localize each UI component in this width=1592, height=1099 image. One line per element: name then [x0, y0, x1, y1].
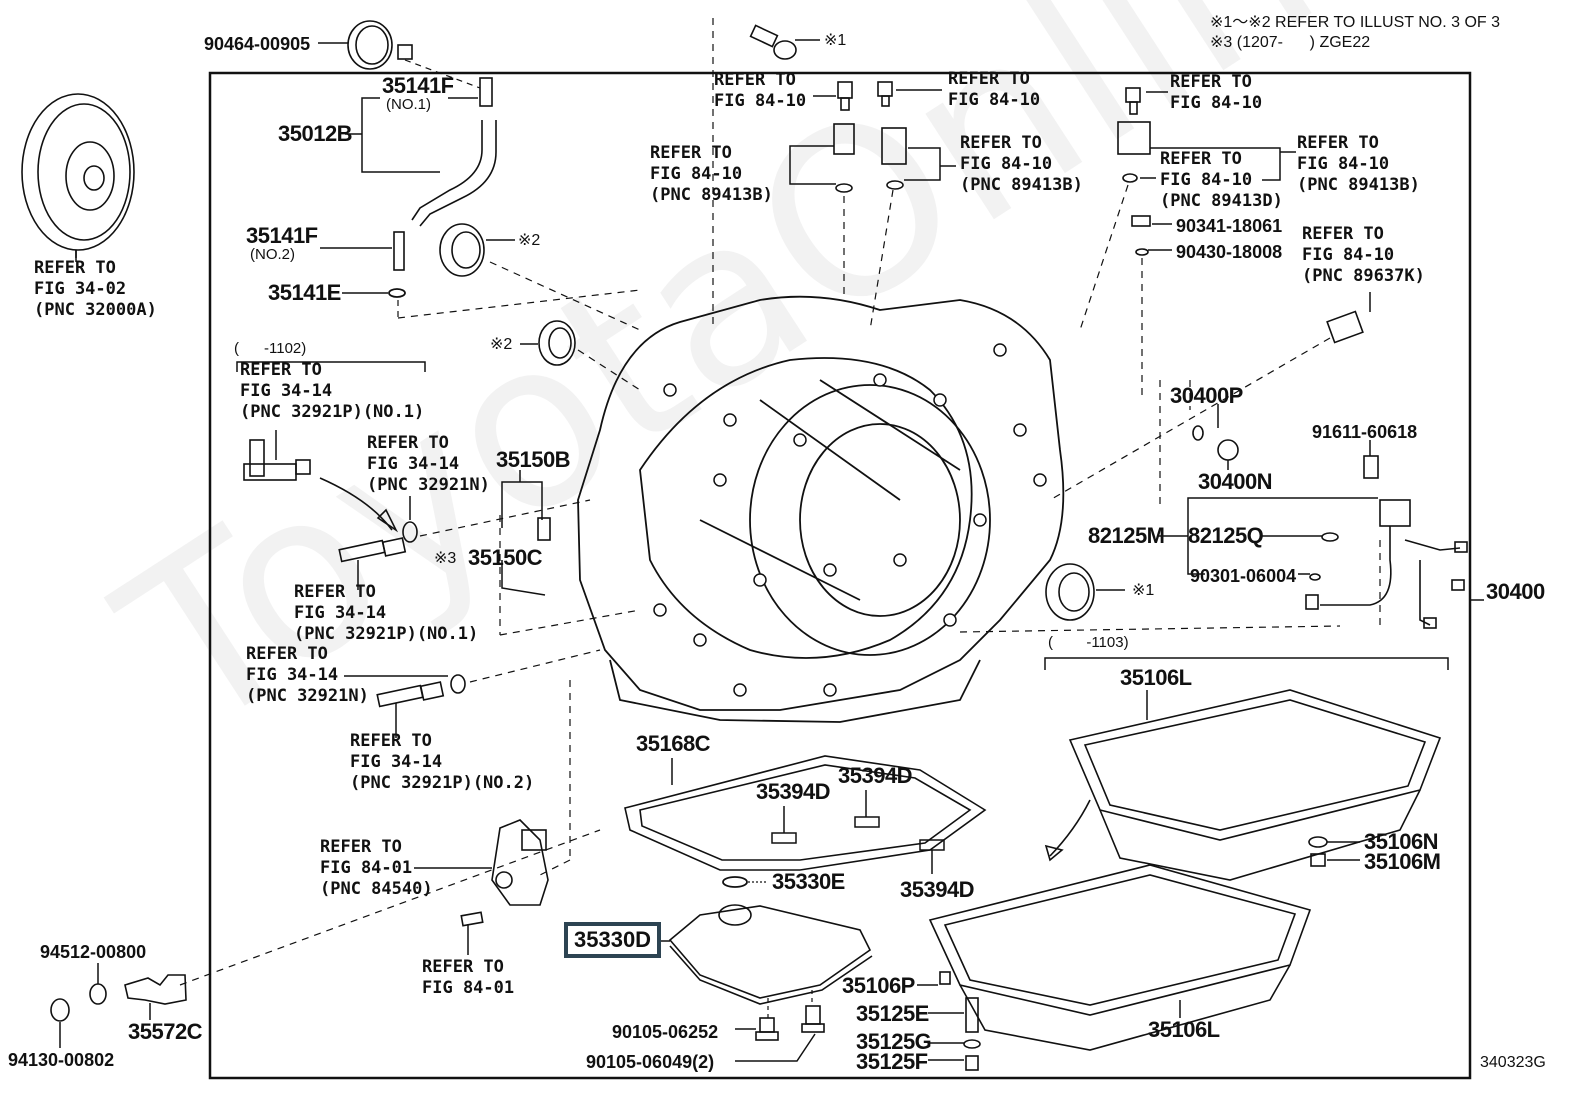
figure-id: 340323G	[1480, 1054, 1546, 1071]
gasket-icon	[624, 755, 987, 871]
ref-oring-32921N-top[interactable]: REFER TO FIG 34-14 (PNC 32921N)	[367, 433, 490, 495]
part-82125Q[interactable]: 82125Q	[1188, 523, 1264, 548]
part-35141F-no1-qualifier: (NO.1)	[386, 96, 431, 113]
date-range-pipe: ( -1102)	[234, 340, 307, 357]
housing-bolts	[653, 343, 1047, 697]
part-35141F-no2[interactable]: 35141F	[246, 223, 318, 248]
part-35150B[interactable]: 35150B	[496, 447, 571, 472]
ref-sensor-89413B-left[interactable]: REFER TO FIG 84-10 (PNC 89413B)	[650, 143, 773, 205]
part-35141F-no1[interactable]: 35141F	[382, 73, 454, 98]
marker-2-lower: ※2	[490, 336, 513, 353]
oil-strainer-icon	[668, 904, 873, 1005]
part-91611-60618[interactable]: 91611-60618	[1312, 422, 1418, 442]
transaxle-assembly-icon	[577, 295, 1065, 723]
part-35125E[interactable]: 35125E	[856, 1001, 929, 1026]
ref-bolt-far-right[interactable]: REFER TO FIG 84-10	[1170, 72, 1263, 113]
ref-sensor-89413D[interactable]: REFER TO FIG 84-10 (PNC 89413D)	[1160, 149, 1283, 211]
marker-2-upper: ※2	[518, 232, 541, 249]
part-35150C[interactable]: 35150C	[468, 545, 543, 570]
part-90301-06004[interactable]: 90301-06004	[1190, 566, 1297, 586]
bolt-icon	[749, 24, 797, 60]
part-35141E[interactable]: 35141E	[268, 280, 341, 305]
neutral-switch-icon	[491, 819, 549, 906]
part-35394D-a[interactable]: 35394D	[756, 779, 831, 804]
drain-plug-icon	[939, 836, 1328, 1071]
ref-sensor-89637K[interactable]: REFER TO FIG 84-10 (PNC 89637K)	[1302, 224, 1425, 286]
part-35168C[interactable]: 35168C	[636, 731, 711, 756]
ref-sensor-89413B-right[interactable]: REFER TO FIG 84-10 (PNC 89413B)	[960, 133, 1083, 195]
torque-converter-icon	[21, 93, 135, 258]
part-35330D-highlighted[interactable]: 35330D	[564, 922, 662, 958]
part-35106N[interactable]: 35106N	[1364, 829, 1439, 854]
union-fitting-icon	[243, 439, 551, 708]
oil-seal-icon	[439, 223, 1095, 621]
part-30400P[interactable]: 30400P	[1170, 383, 1243, 408]
ref-switch-84540[interactable]: REFER TO FIG 84-01 (PNC 84540)	[320, 837, 433, 899]
marker-1-seal: ※1	[1132, 582, 1155, 599]
part-35394D-b[interactable]: 35394D	[838, 763, 913, 788]
part-94512-00800[interactable]: 94512-00800	[40, 942, 147, 962]
ref-sensor-89413B-far[interactable]: REFER TO FIG 84-10 (PNC 89413B)	[1297, 133, 1420, 195]
wire-harness-icon	[1192, 425, 1468, 629]
ref-bolt-right-top[interactable]: REFER TO FIG 84-10	[948, 69, 1041, 110]
part-30400N[interactable]: 30400N	[1198, 469, 1273, 494]
date-range-pan: ( -1103)	[1048, 634, 1129, 651]
part-35106P[interactable]: 35106P	[842, 973, 915, 998]
magnet-icon	[771, 816, 945, 851]
part-82125M[interactable]: 82125M	[1088, 523, 1165, 548]
part-90105-06049[interactable]: 90105-06049(2)	[586, 1052, 715, 1072]
oil-pan-icon	[928, 689, 1442, 1051]
ref-bolt-left-top[interactable]: REFER TO FIG 84-10	[714, 70, 807, 111]
part-90341-18061[interactable]: 90341-18061	[1176, 216, 1283, 236]
oring-icon	[722, 876, 748, 888]
marker-3: ※3	[434, 550, 457, 567]
ref-union-32921P-no2[interactable]: REFER TO FIG 34-14 (PNC 32921P)(NO.2)	[350, 731, 535, 793]
pan-group-bracket	[1044, 657, 1449, 670]
ref-oring-32921N-bottom[interactable]: REFER TO FIG 34-14 (PNC 32921N)	[246, 644, 369, 706]
part-35106L-lower[interactable]: 35106L	[1148, 1017, 1220, 1042]
ref-bolt-84-01[interactable]: REFER TO FIG 84-01	[422, 957, 515, 998]
pipe-group-bracket	[236, 361, 426, 372]
bolt-icon	[460, 911, 484, 927]
part-35106M[interactable]: 35106M	[1364, 849, 1441, 874]
part-35330E[interactable]: 35330E	[772, 869, 845, 894]
part-90464-00905[interactable]: 90464-00905	[204, 34, 311, 54]
note-model-range: ※3 (1207- ) ZGE22	[1210, 34, 1371, 51]
ref-torque-converter[interactable]: REFER TO FIG 34-02 (PNC 32000A)	[34, 258, 157, 320]
speed-sensor-icon	[833, 81, 907, 193]
part-35394D-c[interactable]: 35394D	[900, 877, 975, 902]
ref-union-32921P-no1-bottom[interactable]: REFER TO FIG 34-14 (PNC 32921P)(NO.1)	[294, 582, 479, 644]
part-30400[interactable]: 30400	[1486, 579, 1545, 604]
part-90430-18008[interactable]: 90430-18008	[1176, 242, 1283, 262]
part-35141F-no2-qualifier: (NO.2)	[250, 246, 295, 263]
speed-sensor-icon	[1117, 87, 1364, 344]
part-35012B[interactable]: 35012B	[278, 121, 353, 146]
part-35572C[interactable]: 35572C	[128, 1019, 203, 1044]
part-35125F[interactable]: 35125F	[856, 1049, 928, 1074]
part-35106L-upper[interactable]: 35106L	[1120, 665, 1192, 690]
ref-union-32921P-no1-top[interactable]: REFER TO FIG 34-14 (PNC 32921P)(NO.1)	[240, 360, 425, 422]
note-illust-reference: ※1～※2 REFER TO ILLUST NO. 3 OF 3	[1210, 14, 1501, 31]
marker-1-top: ※1	[824, 32, 847, 49]
main-frame	[208, 71, 1472, 1080]
clamp-icon	[347, 20, 413, 70]
hose-icon	[393, 77, 497, 271]
control-lever-icon	[50, 974, 187, 1022]
bolt-icon	[755, 1005, 825, 1041]
part-90105-06252[interactable]: 90105-06252	[612, 1022, 719, 1042]
part-35125G[interactable]: 35125G	[856, 1029, 932, 1054]
part-94130-00802[interactable]: 94130-00802	[8, 1050, 115, 1070]
